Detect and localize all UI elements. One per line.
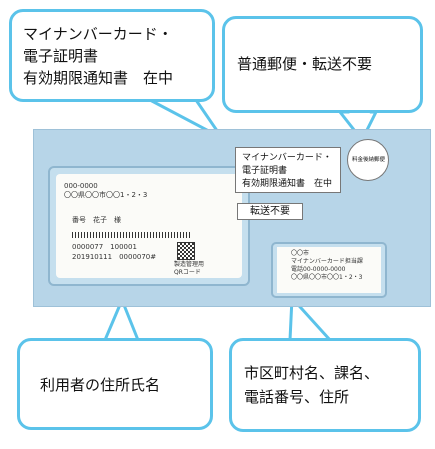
sender-line-4: 〇〇県〇〇市〇〇1・2・3	[291, 274, 363, 281]
contents-label: マイナンバーカード・ 電子証明書 有効期限通知書 在中	[235, 147, 341, 193]
sender-window: 〇〇市 マイナンバーカード担当課 電話00-0000-0000 〇〇県〇〇市〇〇…	[271, 242, 387, 298]
qr-label-2: QRコード	[174, 269, 201, 276]
callout-mail-type: 普通郵便・転送不要	[222, 16, 423, 113]
contents-label-line-1: マイナンバーカード・	[242, 153, 332, 163]
callout-recipient: 利用者の住所氏名	[17, 338, 213, 430]
no-forward-stamp: 転送不要	[237, 203, 303, 220]
recipient-code-1: 0000077 100001	[72, 243, 137, 251]
callout-sender-line-2: 電話番号、住所	[244, 388, 350, 406]
qr-label-1: 製造管理用	[174, 261, 205, 268]
sender-line-2: マイナンバーカード担当課	[291, 258, 363, 265]
callout-card-line-2: 電子証明書	[23, 47, 99, 65]
sender-line-1: 〇〇市	[291, 250, 310, 257]
recipient-sheet: 000-0000 〇〇県〇〇市〇〇1・2・3 番号 花子 様 0000077 1…	[56, 174, 242, 278]
sender-sheet: 〇〇市 マイナンバーカード担当課 電話00-0000-0000 〇〇県〇〇市〇〇…	[277, 247, 381, 293]
qr-code-icon	[177, 242, 195, 260]
sender-line-3: 電話00-0000-0000	[291, 266, 346, 273]
recipient-address: 〇〇県〇〇市〇〇1・2・3	[64, 191, 148, 199]
customer-barcode	[72, 232, 190, 238]
postage-mark: 料金後納郵便	[347, 139, 389, 181]
callout-sender: 市区町村名、課名、 電話番号、住所	[229, 338, 421, 432]
callout-card-line-3: 有効期限通知書 在中	[23, 69, 174, 87]
callout-card-line-1: マイナンバーカード・	[23, 25, 173, 43]
recipient-code-2: 201910111 0000070#	[72, 253, 157, 261]
contents-label-line-2: 電子証明書	[242, 166, 288, 176]
contents-label-line-3: 有効期限通知書 在中	[242, 179, 333, 189]
callout-sender-line-1: 市区町村名、課名、	[244, 364, 380, 382]
postage-mark-text: 料金後納郵便	[352, 157, 386, 163]
callout-mail-type-text: 普通郵便・転送不要	[237, 55, 373, 73]
envelope: 000-0000 〇〇県〇〇市〇〇1・2・3 番号 花子 様 0000077 1…	[33, 129, 431, 307]
recipient-window: 000-0000 〇〇県〇〇市〇〇1・2・3 番号 花子 様 0000077 1…	[48, 166, 250, 286]
callout-card-documents: マイナンバーカード・ 電子証明書 有効期限通知書 在中	[9, 9, 215, 102]
callout-recipient-text: 利用者の住所氏名	[40, 376, 161, 394]
recipient-postal-code: 000-0000	[64, 182, 98, 190]
recipient-name: 番号 花子 様	[72, 216, 121, 224]
